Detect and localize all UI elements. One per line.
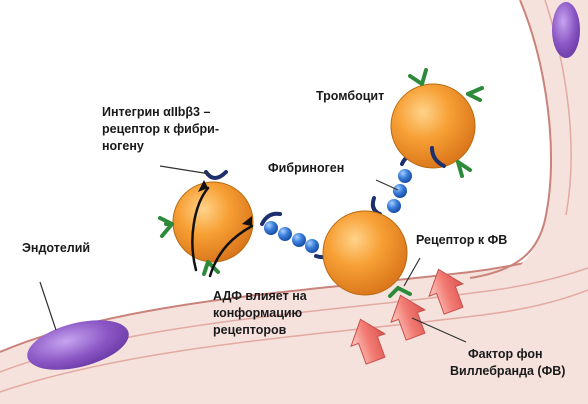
adp-label: АДФ влияет на — [213, 288, 307, 305]
platelet — [173, 182, 253, 262]
vwf-label: Фактор фон — [450, 346, 565, 363]
integrin-label: ногену — [102, 138, 219, 155]
fibrinogen-label: Фибриноген — [268, 160, 344, 177]
fibrinogen-chain — [373, 156, 418, 214]
platelet-label: Тромбоцит — [316, 88, 384, 105]
vwf-label: Виллебранда (ФВ) — [450, 363, 565, 380]
endothelial-nucleus — [552, 2, 580, 58]
integrin-label: рецептор к фибри- — [102, 121, 219, 138]
adp-label: конформацию — [213, 305, 307, 322]
integrin-label: Интегрин αIIbβ3 – — [102, 104, 219, 121]
platelet — [323, 211, 407, 295]
vwf-receptor-label: Рецептор к ФВ — [416, 232, 507, 249]
adp-label: рецепторов — [213, 322, 307, 339]
endothelium-label: Эндотелий — [22, 240, 90, 257]
integrin-receptor — [206, 172, 226, 178]
